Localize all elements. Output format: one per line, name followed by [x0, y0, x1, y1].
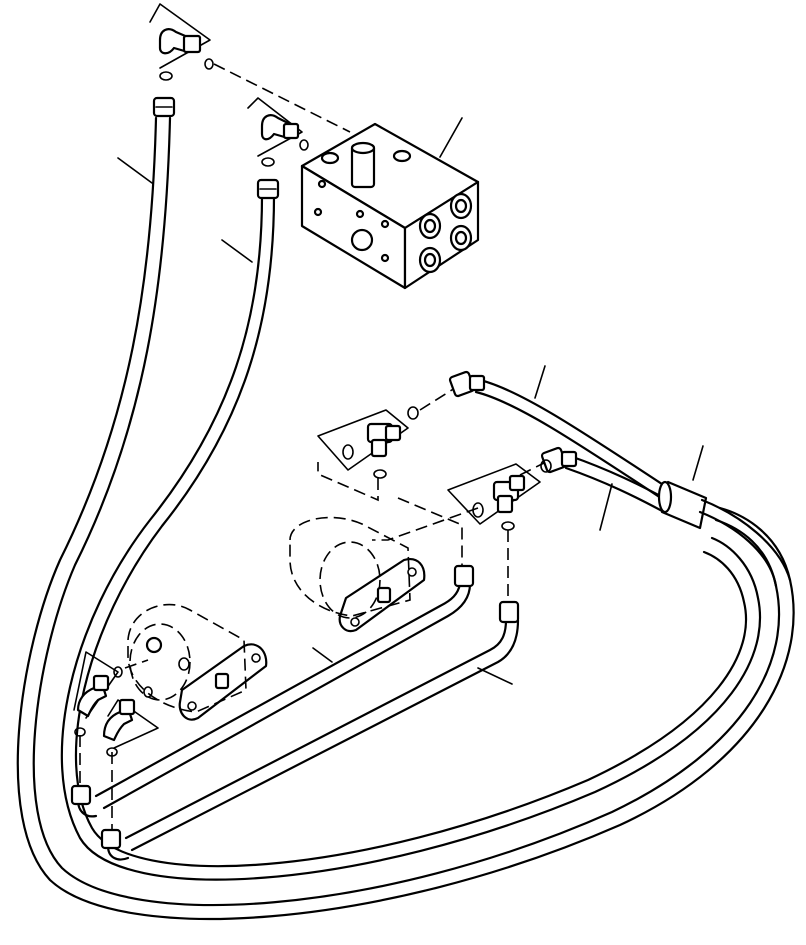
leader-lines — [117, 117, 704, 685]
valve-port — [418, 246, 442, 274]
valve-port — [449, 224, 473, 252]
leader-line-hose-1 — [117, 157, 153, 184]
elbow-fitting-top-2 — [247, 97, 309, 167]
hose-fitting-right-lower — [540, 446, 578, 474]
leader-line-sleeve — [692, 445, 704, 481]
elbow-fitting-left-1 — [73, 651, 123, 737]
valve-port — [418, 212, 442, 240]
leader-line-hose-4 — [599, 483, 613, 531]
dash-center-tee-to-motor — [317, 462, 379, 502]
hose-right-pair — [474, 378, 670, 514]
tube-center-lower — [124, 600, 520, 852]
dash-center-tee-to-hose — [419, 387, 456, 411]
tee-fitting-center — [317, 406, 419, 479]
hose-left-long — [16, 116, 795, 921]
valve-block — [300, 122, 480, 290]
leader-line-valve-block — [439, 117, 463, 158]
leader-line-tube-1 — [312, 647, 333, 663]
leader-line-hose-3 — [534, 365, 546, 399]
elbow-fitting-top-1 — [149, 3, 214, 81]
hose-fitting-right-upper — [448, 370, 486, 398]
tube-end-left-lower — [100, 828, 130, 861]
dash-tee-to-motor — [372, 507, 479, 541]
leader-line-tube-2 — [477, 667, 513, 685]
hose-end-fitting-top-1 — [152, 96, 176, 118]
hose-end-fitting-top-2 — [256, 178, 280, 200]
tube-center-upper — [94, 564, 475, 810]
elbow-fitting-left-2 — [102, 686, 159, 757]
valve-port — [449, 192, 473, 220]
tee-fitting-right — [447, 459, 552, 531]
dash-top-elbow-to-block — [213, 63, 351, 133]
dash-motor-to-tube — [397, 497, 463, 566]
motor-center — [289, 516, 426, 633]
motor-left — [127, 603, 268, 721]
leader-line-hose-2 — [221, 239, 253, 263]
hose-sleeve — [657, 480, 792, 588]
hose-left-inner — [60, 194, 762, 881]
tube-end-left-upper — [70, 784, 98, 818]
